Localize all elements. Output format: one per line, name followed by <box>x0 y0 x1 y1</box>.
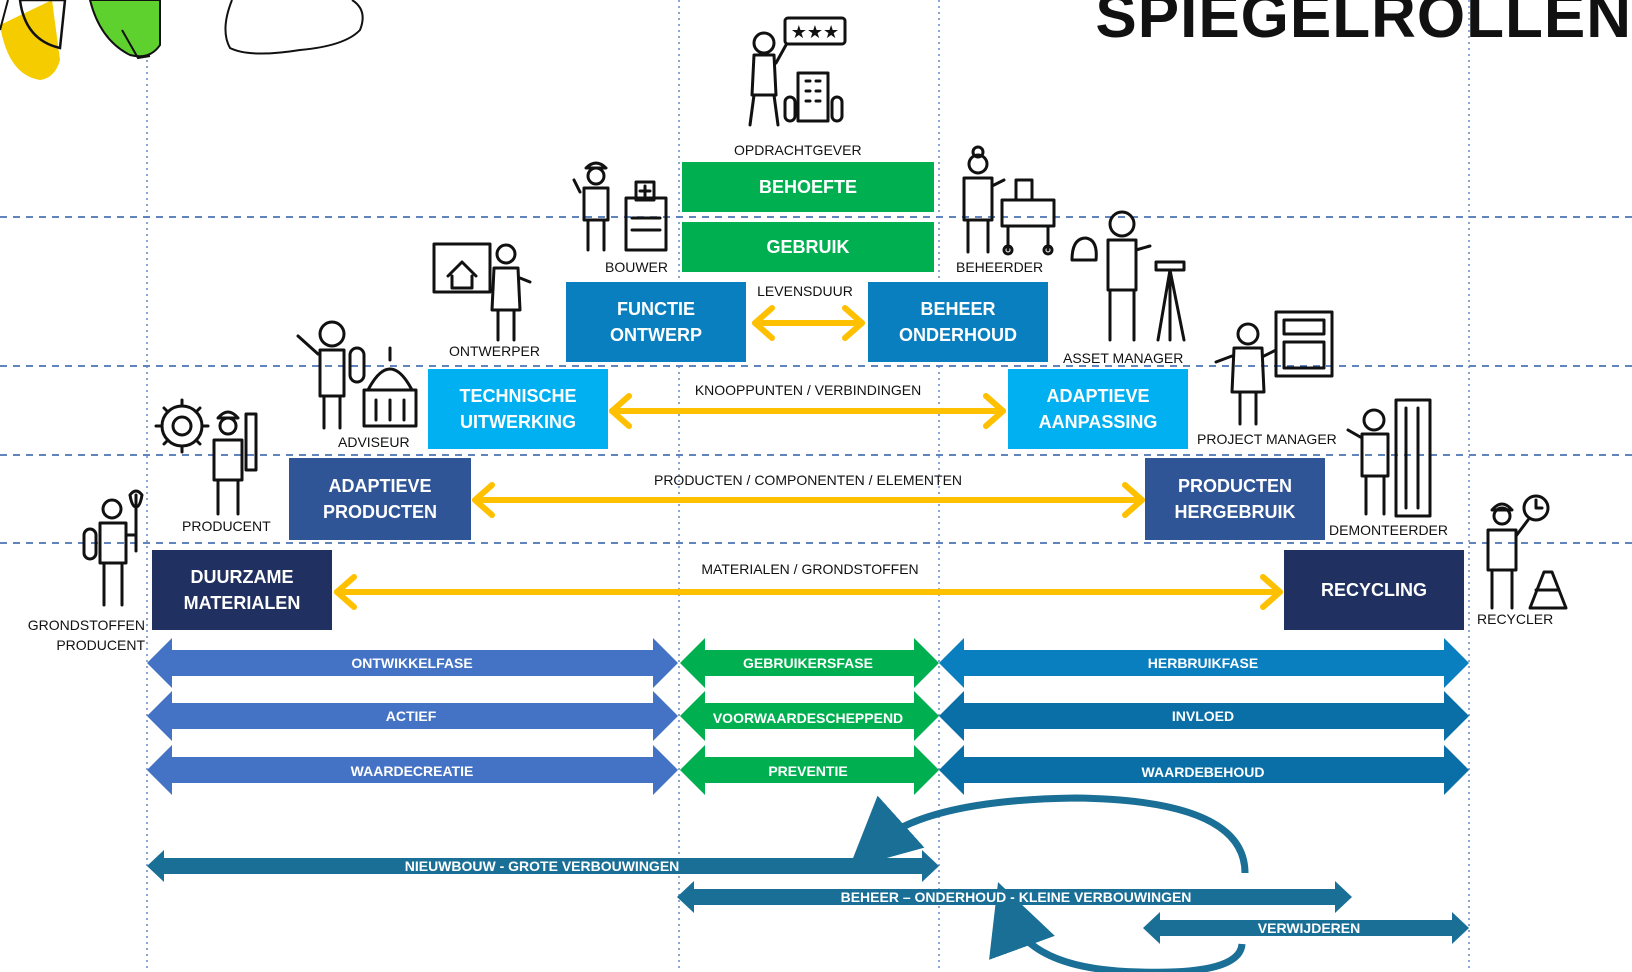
ontwerper-icon <box>432 242 532 342</box>
label-knooppunten: KNOOPPUNTEN / VERBINDINGEN <box>694 382 922 398</box>
demonteerder-icon <box>1346 398 1432 518</box>
box-beheer-onderhoud: BEHEER ONDERHOUD <box>868 282 1048 362</box>
project-manager-icon <box>1214 310 1334 426</box>
role-recycler: RECYCLER <box>1477 611 1554 627</box>
phase-preventie: PREVENTIE <box>768 763 848 779</box>
asset-manager-icon <box>1070 210 1186 342</box>
box-adaptieve-producten: ADAPTIEVE PRODUCTEN <box>289 458 471 540</box>
role-grondstoffen-producent: GRONDSTOFFEN PRODUCENT <box>27 617 145 653</box>
diagram-title: SPIEGELROLLEN <box>1095 0 1632 51</box>
box-recycling: RECYCLING <box>1284 550 1464 630</box>
box-technische-uitwerking: TECHNISCHE UITWERKING <box>428 369 608 449</box>
phase-arrows <box>147 638 1469 795</box>
phase-actief: ACTIEF <box>385 708 437 724</box>
phase-gebruikersfase: GEBRUIKERSFASE <box>743 655 873 671</box>
producent-icon <box>154 398 258 516</box>
box-duurzame-materialen: DUURZAME MATERIALEN <box>152 550 332 630</box>
timeline-beheer: BEHEER – ONDERHOUD - KLEINE VERBOUWINGEN <box>840 889 1192 905</box>
phase-invloed: INVLOED <box>1171 708 1235 724</box>
box-producten-hergebruik: PRODUCTEN HERGEBRUIK <box>1145 458 1325 540</box>
role-opdrachtgever: OPDRACHTGEVER <box>734 142 862 158</box>
box-gebruik: GEBRUIK <box>682 222 934 272</box>
label-materialen: MATERIALEN / GRONDSTOFFEN <box>701 561 919 577</box>
beheerder-icon <box>962 145 1056 256</box>
vertical-grid-lines <box>146 0 1470 972</box>
role-beheerder: BEHEERDER <box>956 259 1044 275</box>
decorative-sketch <box>0 0 364 80</box>
phase-waardebehoud: WAARDEBEHOUD <box>1141 764 1265 780</box>
role-demonteerder: DEMONTEERDER <box>1329 522 1449 538</box>
role-project-manager: PROJECT MANAGER <box>1197 431 1337 447</box>
label-levensduur: LEVENSDUUR <box>757 283 853 299</box>
box-adaptieve-aanpassing: ADAPTIEVE AANPASSING <box>1008 369 1188 449</box>
label-producten: PRODUCTEN / COMPONENTEN / ELEMENTEN <box>653 472 963 488</box>
svg-text:★★★: ★★★ <box>791 22 839 42</box>
recycler-icon <box>1486 494 1568 610</box>
phase-ontwikkelfase: ONTWIKKELFASE <box>351 655 473 671</box>
phase-waardecreatie: WAARDECREATIE <box>350 763 474 779</box>
box-functie-ontwerp: FUNCTIE ONTWERP <box>566 282 746 362</box>
timeline-verwijderen: VERWIJDEREN <box>1257 920 1361 936</box>
role-ontwerper: ONTWERPER <box>449 343 540 359</box>
role-bouwer: BOUWER <box>605 259 668 275</box>
grondstoffen-producent-icon <box>82 489 144 607</box>
role-adviseur: ADVISEUR <box>338 434 410 450</box>
opdrachtgever-icon: ★★★ <box>748 16 847 127</box>
bouwer-icon <box>572 161 668 252</box>
role-producent: PRODUCENT <box>182 518 271 534</box>
yellow-arrows <box>334 305 1283 610</box>
timeline-arrows <box>147 794 1469 972</box>
adviseur-icon <box>296 320 418 430</box>
role-asset-manager: ASSET MANAGER <box>1063 350 1184 366</box>
box-behoefte: BEHOEFTE <box>682 162 934 212</box>
phase-herbruikfase: HERBRUIKFASE <box>1147 655 1259 671</box>
timeline-nieuwbouw: NIEUWBOUW - GROTE VERBOUWINGEN <box>404 858 680 874</box>
phase-voorwaardescheppend: VOORWAARDESCHEPPEND <box>712 710 904 726</box>
